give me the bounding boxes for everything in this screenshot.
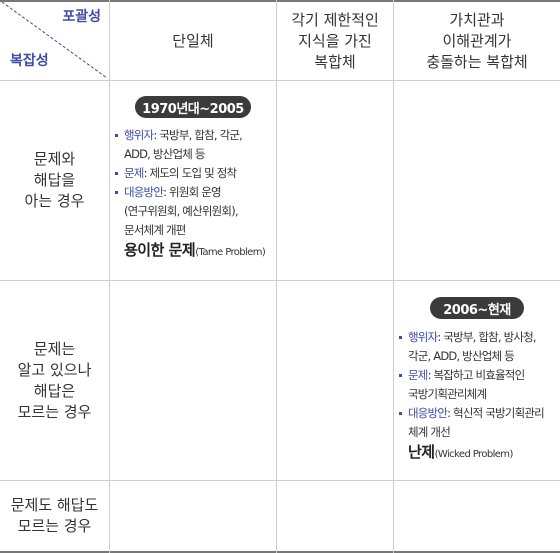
- table-top-border: [0, 0, 560, 2]
- response-text: : 혁신적 국방기획관리: [447, 406, 545, 420]
- list-item: 문제: 복잡하고 비효율적인: [398, 366, 558, 385]
- response-text-cont: (연구위원회, 예산위원회),: [124, 204, 239, 218]
- header-divider: [0, 80, 560, 81]
- problem-text: : 제도의 도입 및 정착: [143, 166, 238, 180]
- column-header-line: 복합체: [314, 52, 356, 71]
- row-label-line: 문제도 해답도: [10, 496, 99, 514]
- corner-label-comprehensiveness: 포괄성: [62, 9, 101, 25]
- row-label-line: 해답을: [33, 171, 76, 189]
- row-divider-1: [0, 280, 560, 281]
- column-header-limited-knowledge: 각기 제한적인 지식을 가진 복합체: [277, 2, 393, 80]
- problem-classification: 용이한 문제(Tame Problem): [114, 241, 274, 262]
- actors-label: 행위자: [408, 330, 438, 344]
- tame-problem-english: (Tame Problem): [195, 247, 266, 258]
- column-header-line: 지식을 가진: [298, 31, 372, 50]
- response-text-cont: 문서체계 개편: [124, 223, 186, 237]
- row-label-line: 모르는 경우: [17, 402, 92, 421]
- response-text-cont: 체계 개선: [408, 425, 451, 439]
- response-label: 대응방안: [408, 406, 448, 420]
- actors-label: 행위자: [124, 128, 154, 142]
- column-header-line: 가치관과: [449, 10, 505, 29]
- actors-text: : 국방부, 합참, 각군,: [153, 128, 243, 142]
- list-item: 행위자: 국방부, 합참, 각군,: [114, 126, 274, 145]
- actors-text-cont: ADD, 방산업체 등: [124, 147, 205, 161]
- period-badge-1970-2005: 1970년대~2005: [135, 96, 251, 118]
- column-header-conflicting-values: 가치관과 이해관계가 충돌하는 복합체: [394, 2, 560, 80]
- corner-cell: 포괄성 복잡성: [0, 0, 109, 80]
- column-divider-3: [393, 0, 394, 553]
- corner-label-complexity: 복잡성: [10, 53, 49, 69]
- column-divider-1: [109, 0, 110, 553]
- period-badge-2006-present: 2006~현재: [430, 297, 524, 319]
- column-header-line: 충돌하는 복합체: [426, 52, 528, 71]
- row-label-line: 문제는: [33, 339, 76, 358]
- row-label-line: 해답은: [33, 381, 76, 400]
- row-label-line: 모르는 경우: [17, 517, 92, 535]
- column-header-single: 단일체: [110, 2, 276, 80]
- column-header-line: 각기 제한적인: [291, 10, 379, 29]
- column-header-line: 이해관계가: [442, 31, 512, 50]
- row-label-line: 알고 있으나: [17, 360, 92, 379]
- tame-problem-title: 용이한 문제: [124, 241, 196, 259]
- list-item: 대응방안: 혁신적 국방기획관리: [398, 404, 558, 423]
- row-label-unknown-solution: 문제는 알고 있으나 해답은 모르는 경우: [0, 281, 109, 480]
- row-label-known-solution: 문제와 해답을 아는 경우: [0, 81, 109, 280]
- period1-details: 행위자: 국방부, 합참, 각군, ADD, 방산업체 등 문제: 제도의 도입…: [114, 126, 274, 262]
- actors-text: : 국방부, 합참, 방사청,: [437, 330, 536, 344]
- wicked-problem-title: 난제: [408, 443, 435, 461]
- problem-text: : 복잡하고 비효율적인: [427, 368, 526, 382]
- response-text: : 위원회 운영: [163, 185, 221, 199]
- column-divider-2: [276, 0, 277, 553]
- row-label-line: 문제와: [33, 150, 76, 168]
- column-header-line: 단일체: [172, 31, 214, 50]
- problem-label: 문제: [408, 368, 428, 382]
- problem-label: 문제: [124, 166, 144, 180]
- row-label-line: 아는 경우: [24, 192, 85, 210]
- problem-classification: 난제(Wicked Problem): [398, 443, 558, 464]
- list-item: 행위자: 국방부, 합참, 방사청,: [398, 328, 558, 347]
- row-divider-2: [0, 480, 560, 481]
- table-bottom-border: [0, 551, 560, 553]
- list-item: 대응방안: 위원회 운영: [114, 183, 274, 202]
- row-label-unknown-both: 문제도 해답도 모르는 경우: [0, 481, 109, 551]
- list-item: 문제: 제도의 도입 및 정착: [114, 164, 274, 183]
- wicked-problem-english: (Wicked Problem): [434, 449, 514, 460]
- diagonal-line: [1, 1, 108, 79]
- actors-text-cont: 각군, ADD, 방산업체 등: [408, 349, 515, 363]
- response-label: 대응방안: [124, 185, 164, 199]
- problem-text-cont: 국방기획관리체계: [408, 387, 487, 401]
- period2-details: 행위자: 국방부, 합참, 방사청, 각군, ADD, 방산업체 등 문제: 복…: [398, 328, 558, 464]
